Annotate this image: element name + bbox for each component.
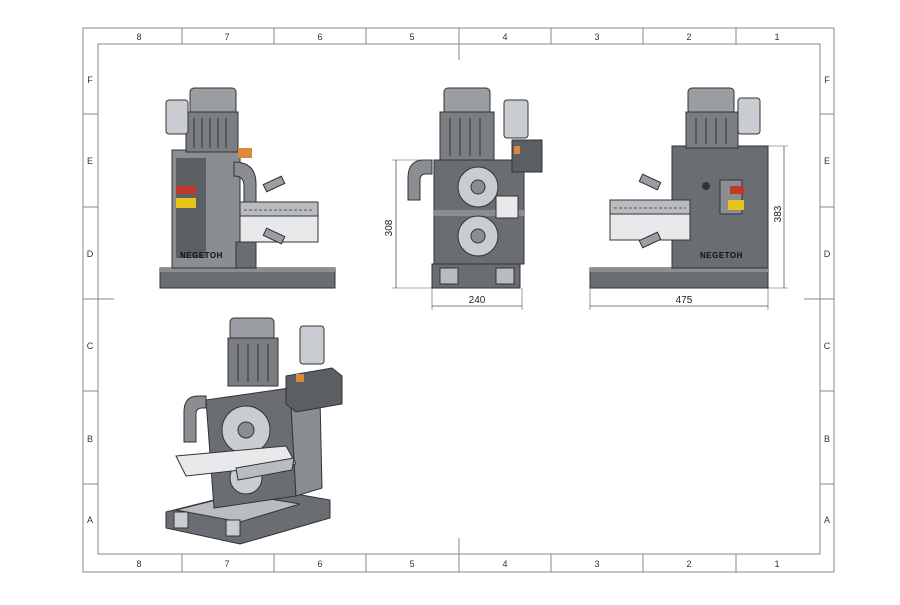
iso-foot-left [173, 511, 189, 529]
rear-lower-nozzle [638, 231, 662, 249]
front-vacuum-canister [165, 99, 189, 135]
rear-motor-body [685, 111, 739, 149]
row-left-A: A [87, 515, 93, 525]
front-warning-label [176, 198, 196, 208]
col-top-5: 5 [409, 32, 414, 42]
rear-base-highlight [590, 268, 768, 272]
col-top-8: 8 [136, 32, 141, 42]
col-bottom-7: 7 [224, 559, 229, 569]
rear-upper-nozzle [638, 173, 662, 191]
iso-vacuum-canister [299, 325, 325, 365]
row-right-E: E [824, 156, 830, 166]
iso-tray-blade [235, 457, 295, 481]
front-view: NEGETOH [159, 87, 336, 289]
col-bottom-8: 8 [136, 559, 141, 569]
rear-height-label: 383 [773, 205, 784, 222]
iso-exhaust-pipe [183, 395, 207, 443]
col-top-6: 6 [317, 32, 322, 42]
row-left-B: B [87, 434, 93, 444]
front-motor-body [185, 111, 239, 153]
row-right-D: D [824, 249, 831, 259]
side-tray-end [495, 195, 519, 219]
col-top-7: 7 [224, 32, 229, 42]
column-dividers [181, 28, 737, 572]
side-height-label: 308 [384, 219, 395, 236]
side-foot-right [495, 267, 515, 285]
rear-motor-top [687, 87, 735, 115]
front-orange-bracket [238, 148, 252, 158]
rear-vacuum-canister [737, 97, 761, 135]
side-view: 308 240 [384, 87, 543, 310]
rear-width-label: 475 [676, 295, 693, 306]
sheet-frame [82, 27, 835, 573]
isometric-view [165, 317, 343, 545]
iso-foot-right [225, 519, 241, 537]
row-left-F: F [87, 75, 93, 85]
row-dividers [83, 113, 834, 485]
iso-tray [175, 445, 297, 477]
col-bottom-2: 2 [686, 559, 691, 569]
side-upper-hub [470, 179, 486, 195]
rear-view: NEGETOH 383 475 [589, 87, 788, 310]
side-exhaust-pipe [407, 159, 433, 201]
iso-orange-bracket [296, 374, 304, 382]
front-stop-button [176, 186, 196, 194]
side-motor-top [443, 87, 491, 115]
iso-motor-top [229, 317, 275, 341]
side-width-label: 240 [469, 295, 486, 306]
front-base-highlight [160, 268, 335, 272]
rear-tray-top [609, 199, 691, 215]
iso-control-box [285, 367, 343, 413]
col-top-4: 4 [502, 32, 507, 42]
iso-wheel-hub [237, 421, 255, 439]
row-right-F: F [824, 75, 830, 85]
iso-motor-body [227, 337, 279, 387]
front-upper-nozzle [262, 175, 286, 193]
side-control-box [511, 139, 543, 173]
row-left-D: D [87, 249, 94, 259]
side-foot-left [439, 267, 459, 285]
rear-brand-label: NEGETOH [700, 251, 743, 260]
row-left-C: C [87, 341, 94, 351]
col-top-2: 2 [686, 32, 691, 42]
col-bottom-1: 1 [774, 559, 779, 569]
col-bottom-5: 5 [409, 559, 414, 569]
front-tray-top [239, 201, 319, 217]
col-bottom-4: 4 [502, 559, 507, 569]
side-vacuum-canister [503, 99, 529, 139]
col-top-3: 3 [594, 32, 599, 42]
side-motor-body [439, 111, 495, 161]
side-divider [434, 210, 524, 216]
col-top-1: 1 [774, 32, 779, 42]
rear-stop-button [730, 186, 744, 194]
front-lower-block [235, 241, 257, 269]
front-motor-top [189, 87, 237, 115]
row-right-A: A [824, 515, 830, 525]
row-left-E: E [87, 156, 93, 166]
col-bottom-3: 3 [594, 559, 599, 569]
side-orange-bracket [514, 146, 520, 154]
rear-knob [702, 182, 710, 190]
side-lower-hub [470, 228, 486, 244]
row-right-C: C [824, 341, 831, 351]
rear-warning-label [728, 200, 744, 210]
front-lower-nozzle [262, 227, 286, 245]
front-brand-label: NEGETOH [180, 251, 223, 260]
row-right-B: B [824, 434, 830, 444]
zone-labels: 8 7 6 5 4 3 2 1 8 7 6 5 4 3 2 1 F E D C … [87, 32, 831, 569]
col-bottom-6: 6 [317, 559, 322, 569]
